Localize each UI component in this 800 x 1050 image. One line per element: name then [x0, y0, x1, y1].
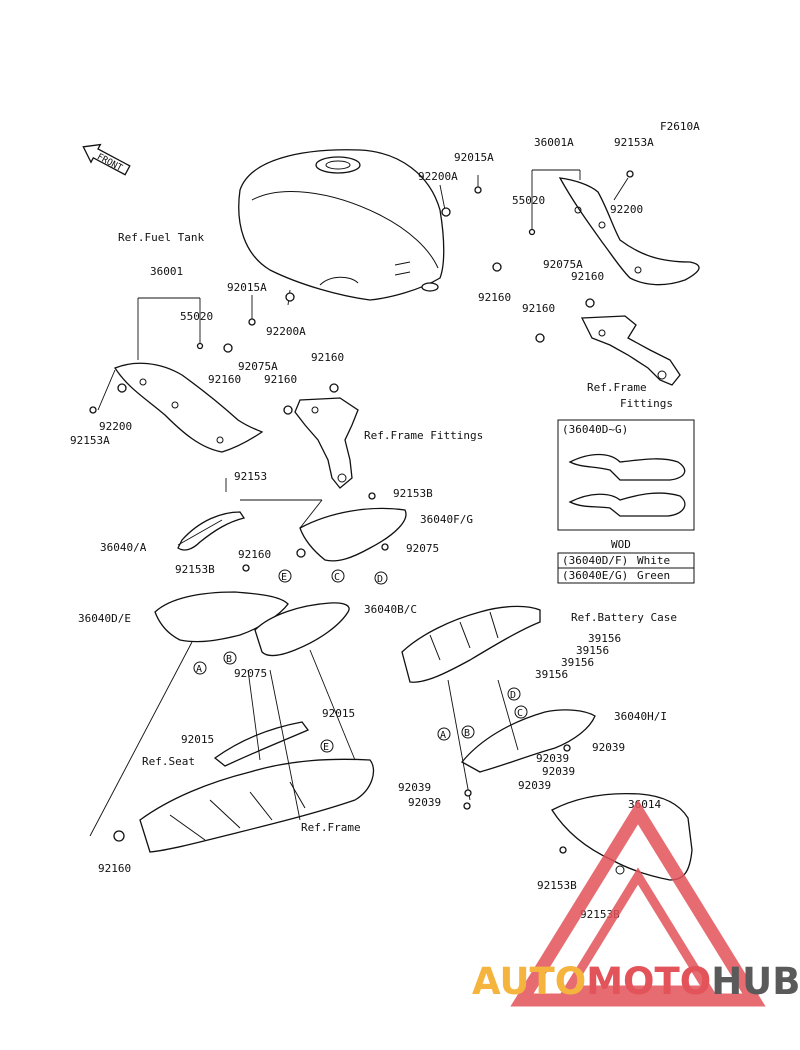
- label-92039-5: 92039: [518, 779, 551, 792]
- fuel-tank-outline: [238, 149, 445, 301]
- part-labels: 36001A 92153A 92015A 92200A 55020 92200 …: [70, 136, 677, 921]
- callout-D-1: D: [377, 574, 383, 585]
- label-92153B-r1: 92153B: [537, 879, 577, 892]
- label-36001A: 36001A: [534, 136, 574, 149]
- label-92075-low: 92075: [234, 667, 267, 680]
- label-92153A-left: 92153A: [70, 434, 110, 447]
- seat-cover-pieces: [154, 507, 407, 657]
- label-36040A: 36040/A: [100, 541, 147, 554]
- watermark-text: AUTOMOTOHUB: [472, 960, 800, 1003]
- label-92039-1: 92039: [592, 741, 625, 754]
- label-92075-mid: 92075: [406, 542, 439, 555]
- label-92200A-top: 92200A: [418, 170, 458, 183]
- label-39156-2: 39156: [576, 644, 609, 657]
- label-92153: 92153: [234, 470, 267, 483]
- label-92160-top1: 92160: [571, 270, 604, 283]
- label-fittings-right: Fittings: [620, 397, 673, 410]
- label-36040BC: 36040B/C: [364, 603, 417, 616]
- label-ref-frame: Ref.Frame: [301, 821, 361, 834]
- callout-A-1: A: [196, 664, 202, 675]
- label-55020-left: 55020: [180, 310, 213, 323]
- label-92075A-left: 92075A: [238, 360, 278, 373]
- label-92015-right: 92015: [322, 707, 355, 720]
- label-92075A-top: 92075A: [543, 258, 583, 271]
- label-92160-left2: 92160: [208, 373, 241, 386]
- label-92200-left: 92200: [99, 420, 132, 433]
- label-36040FG: 36040F/G: [420, 513, 473, 526]
- seat-bracket: [213, 721, 310, 767]
- label-39156-3: 39156: [561, 656, 594, 669]
- callout-D-2: D: [510, 690, 516, 701]
- label-39156-1: 39156: [588, 632, 621, 645]
- callout-B-1: B: [226, 654, 232, 665]
- label-92200A-left: 92200A: [266, 325, 306, 338]
- label-ref-battery-case: Ref.Battery Case: [571, 611, 677, 624]
- label-36040HI: 36040H/I: [614, 710, 667, 723]
- label-36001: 36001: [150, 265, 183, 278]
- variant-box: (36040D~G) WOD (36040D/F) White (36040E/…: [557, 419, 695, 584]
- label-92153B-mid: 92153B: [393, 487, 433, 500]
- watermark-moto: MOTO: [586, 960, 712, 1003]
- right-side-cover: [461, 709, 596, 773]
- label-92039-3: 92039: [542, 765, 575, 778]
- leader-lines: [89, 169, 629, 837]
- label-92015-left: 92015: [181, 733, 214, 746]
- variant-row-1-color: White: [637, 554, 670, 567]
- variant-row-1-code: (36040D/F): [562, 554, 628, 567]
- label-92160-top2: 92160: [478, 291, 511, 304]
- variant-row-2-code: (36040E/G): [562, 569, 628, 582]
- left-upper-cover: [114, 362, 264, 453]
- label-36040DE: 36040D/E: [78, 612, 131, 625]
- label-92160-top3: 92160: [522, 302, 555, 315]
- label-92160-left1: 92160: [311, 351, 344, 364]
- label-92160-mid: 92160: [238, 548, 271, 561]
- label-92153A-top: 92153A: [614, 136, 654, 149]
- label-92160-bottom: 92160: [98, 862, 131, 875]
- label-92039-4: 92039: [398, 781, 431, 794]
- label-92039-6: 92039: [408, 796, 441, 809]
- watermark-auto: AUTO: [472, 960, 587, 1003]
- callout-E-2: E: [323, 742, 329, 753]
- callout-C-2: C: [517, 708, 523, 719]
- label-55020-top: 55020: [512, 194, 545, 207]
- variant-row-2-color: Green: [637, 569, 670, 582]
- callout-B-2: B: [464, 728, 470, 739]
- label-39156-4: 39156: [535, 668, 568, 681]
- callout-A-2: A: [440, 730, 446, 741]
- label-ref-frame-right: Ref.Frame: [587, 381, 647, 394]
- label-92160-left3: 92160: [264, 373, 297, 386]
- callouts: E C D B A E D C A B: [193, 569, 528, 753]
- battery-case: [401, 605, 541, 683]
- fasteners: [89, 170, 634, 854]
- watermark-hub: HUB: [711, 960, 800, 1003]
- label-ref-frame-fittings-left: Ref.Frame Fittings: [364, 429, 483, 442]
- label-92200-top: 92200: [610, 203, 643, 216]
- label-ref-seat: Ref.Seat: [142, 755, 195, 768]
- left-frame-fitting: [294, 397, 359, 489]
- callout-E-1: E: [281, 572, 287, 583]
- right-upper-cover: [558, 177, 700, 286]
- label-92015A-top: 92015A: [454, 151, 494, 164]
- label-ref-fuel-tank: Ref.Fuel Tank: [118, 231, 204, 244]
- variant-box-title: (36040D~G): [562, 423, 628, 436]
- label-92039-2: 92039: [536, 752, 569, 765]
- figure-code: F2610A: [660, 120, 700, 133]
- frame-bottom: [139, 758, 375, 853]
- label-92153B-left: 92153B: [175, 563, 215, 576]
- label-92015A-left: 92015A: [227, 281, 267, 294]
- variant-box-wod: WOD: [611, 538, 631, 551]
- callout-C-1: C: [334, 572, 340, 583]
- right-frame-fitting: [580, 315, 681, 386]
- watermark-triangle-icon: [510, 799, 766, 1007]
